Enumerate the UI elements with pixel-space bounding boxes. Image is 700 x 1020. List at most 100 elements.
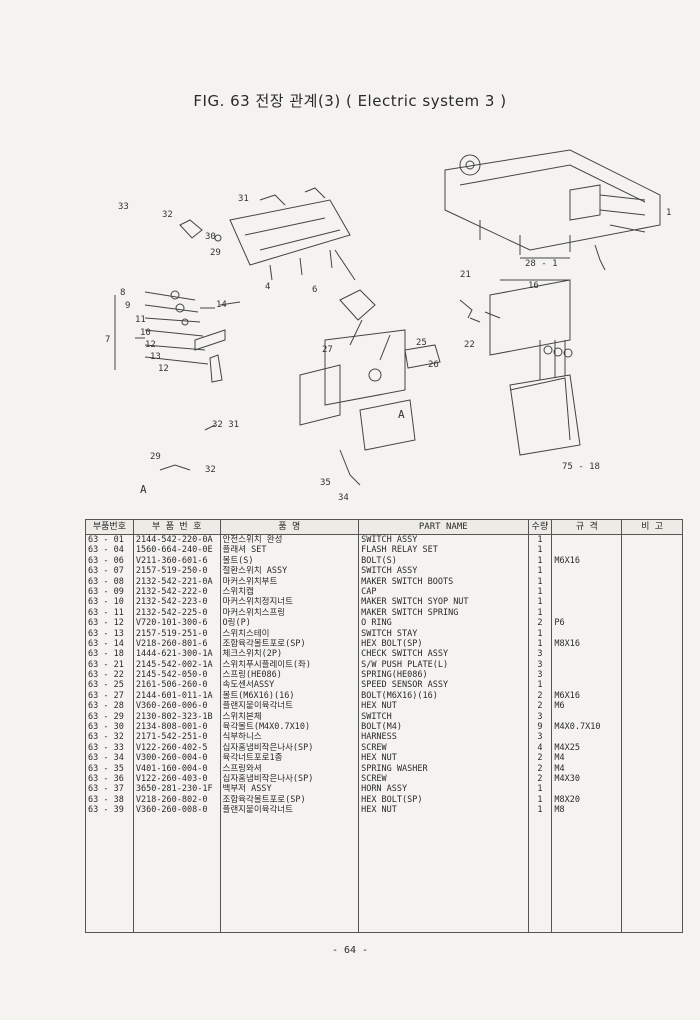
diagram-label: 8 [120,288,126,298]
cell-remarks [622,597,682,607]
diagram-label: 6 [312,285,318,295]
cell-remarks [622,764,682,774]
cell-qty: 2 [529,618,553,629]
cell-remarks [622,722,682,732]
cell-korean-name: 육각너트포로1종 [221,753,360,764]
cell-spec: M6X16 [552,690,623,702]
page-number: - 64 - [331,945,369,956]
cell-part-no: 2132-542-221-0A [134,576,221,587]
cell-remarks [622,743,682,753]
cell-part-name: BOLT(M4) [359,722,529,733]
cell-fig-no: 63 - 29 [86,711,134,723]
cell-remarks [622,701,682,711]
cell-qty: 1 [529,607,553,619]
cell-part-no: 2132-542-225-0 [134,607,221,619]
cell-part-no: V122-260-402-5 [134,742,221,754]
cell-spec [552,711,623,723]
cell-spec [552,576,623,587]
cell-remarks [622,732,682,742]
cell-remarks [622,618,682,628]
diagram-label: 4 [265,282,271,292]
cell-fig-no: 63 - 07 [86,566,134,577]
exploded-view-drawing [114,149,661,486]
cell-remarks [622,556,682,566]
cell-part-name: HEX NUT [359,805,529,816]
cell-qty: 2 [529,773,553,785]
cell-part-no: 1444-621-300-1A [134,649,221,660]
cell-fig-no: 63 - 22 [86,670,134,681]
cell-part-no: 2145-542-002-1A [134,659,221,671]
cell-qty: 1 [529,555,553,567]
cell-spec: M6 [552,701,623,712]
cell-fig-no: 63 - 32 [86,732,134,743]
cell-spec [552,659,623,671]
col-header-fig-no: 부품번호 [86,520,134,534]
cell-part-name: SCREW [359,773,529,785]
diagram-label: 33 [118,202,129,212]
cell-remarks [622,629,682,639]
cell-qty: 1 [529,586,553,598]
cell-spec: M4X0.7X10 [552,722,623,733]
cell-part-no: 2171-542-251-0 [134,732,221,743]
diagram-label: 13 [150,352,161,362]
cell-fig-no: 63 - 18 [86,649,134,660]
cell-qty: 1 [529,535,553,546]
diagram-label: 9 [125,301,131,311]
cell-part-no: V300-260-004-0 [134,753,221,764]
page-title: FIG. 63 전장 관계(3) ( Electric system 3 ) [193,92,507,110]
cell-part-no: 2132-542-222-0 [134,586,221,598]
cell-remarks [622,587,682,597]
cell-fig-no: 63 - 27 [86,690,134,702]
cell-part-name: SWITCH ASSY [359,566,529,577]
cell-qty: 3 [529,670,553,681]
cell-part-no: 2161-506-260-0 [134,680,221,691]
cell-korean-name: 플래셔 SET [221,545,360,556]
diagram-label: 1 [666,208,672,218]
diagram-label: 29 [150,452,161,462]
cell-korean-name: 스위치푸시플레이트(좌) [221,659,360,671]
cell-fig-no: 63 - 09 [86,586,134,598]
cell-part-no: V360-260-008-0 [134,805,221,816]
cell-part-no: V218-260-802-0 [134,794,221,806]
cell-fig-no: 63 - 34 [86,753,134,764]
cell-qty: 3 [529,659,553,671]
col-header-part-no: 부 품 번 호 [134,520,221,534]
cell-spec: M4 [552,763,623,774]
cell-part-name: FLASH RELAY SET [359,545,529,556]
cell-korean-name: 식부하니스 [221,732,360,743]
cell-qty: 2 [529,690,553,702]
cell-korean-name: 십자홈냄비작은나사(SP) [221,742,360,754]
diagram-label: 32 [162,210,173,220]
cell-remarks [622,608,682,618]
cell-korean-name: 플랜지붙이육각너트 [221,805,360,816]
diagram-label: 22 [464,340,475,350]
cell-part-name: BOLT(S) [359,555,529,567]
cell-part-no: V218-260-801-6 [134,638,221,650]
cell-remarks [622,670,682,680]
cell-part-name: CAP [359,586,529,598]
cell-spec: P6 [552,618,623,629]
cell-part-no: V720-101-300-6 [134,618,221,629]
cell-part-name: HEX NUT [359,753,529,764]
cell-part-no: 2134-808-001-0 [134,722,221,733]
cell-part-no: V211-360-601-6 [134,555,221,567]
cell-spec: M4X30 [552,773,623,785]
cell-part-no: V360-260-006-0 [134,701,221,712]
cell-part-name: O RING [359,618,529,629]
cell-fig-no: 63 - 21 [86,659,134,671]
cell-korean-name: O링(P) [221,618,360,629]
cell-spec: M8X16 [552,638,623,650]
cell-remarks [622,577,682,587]
